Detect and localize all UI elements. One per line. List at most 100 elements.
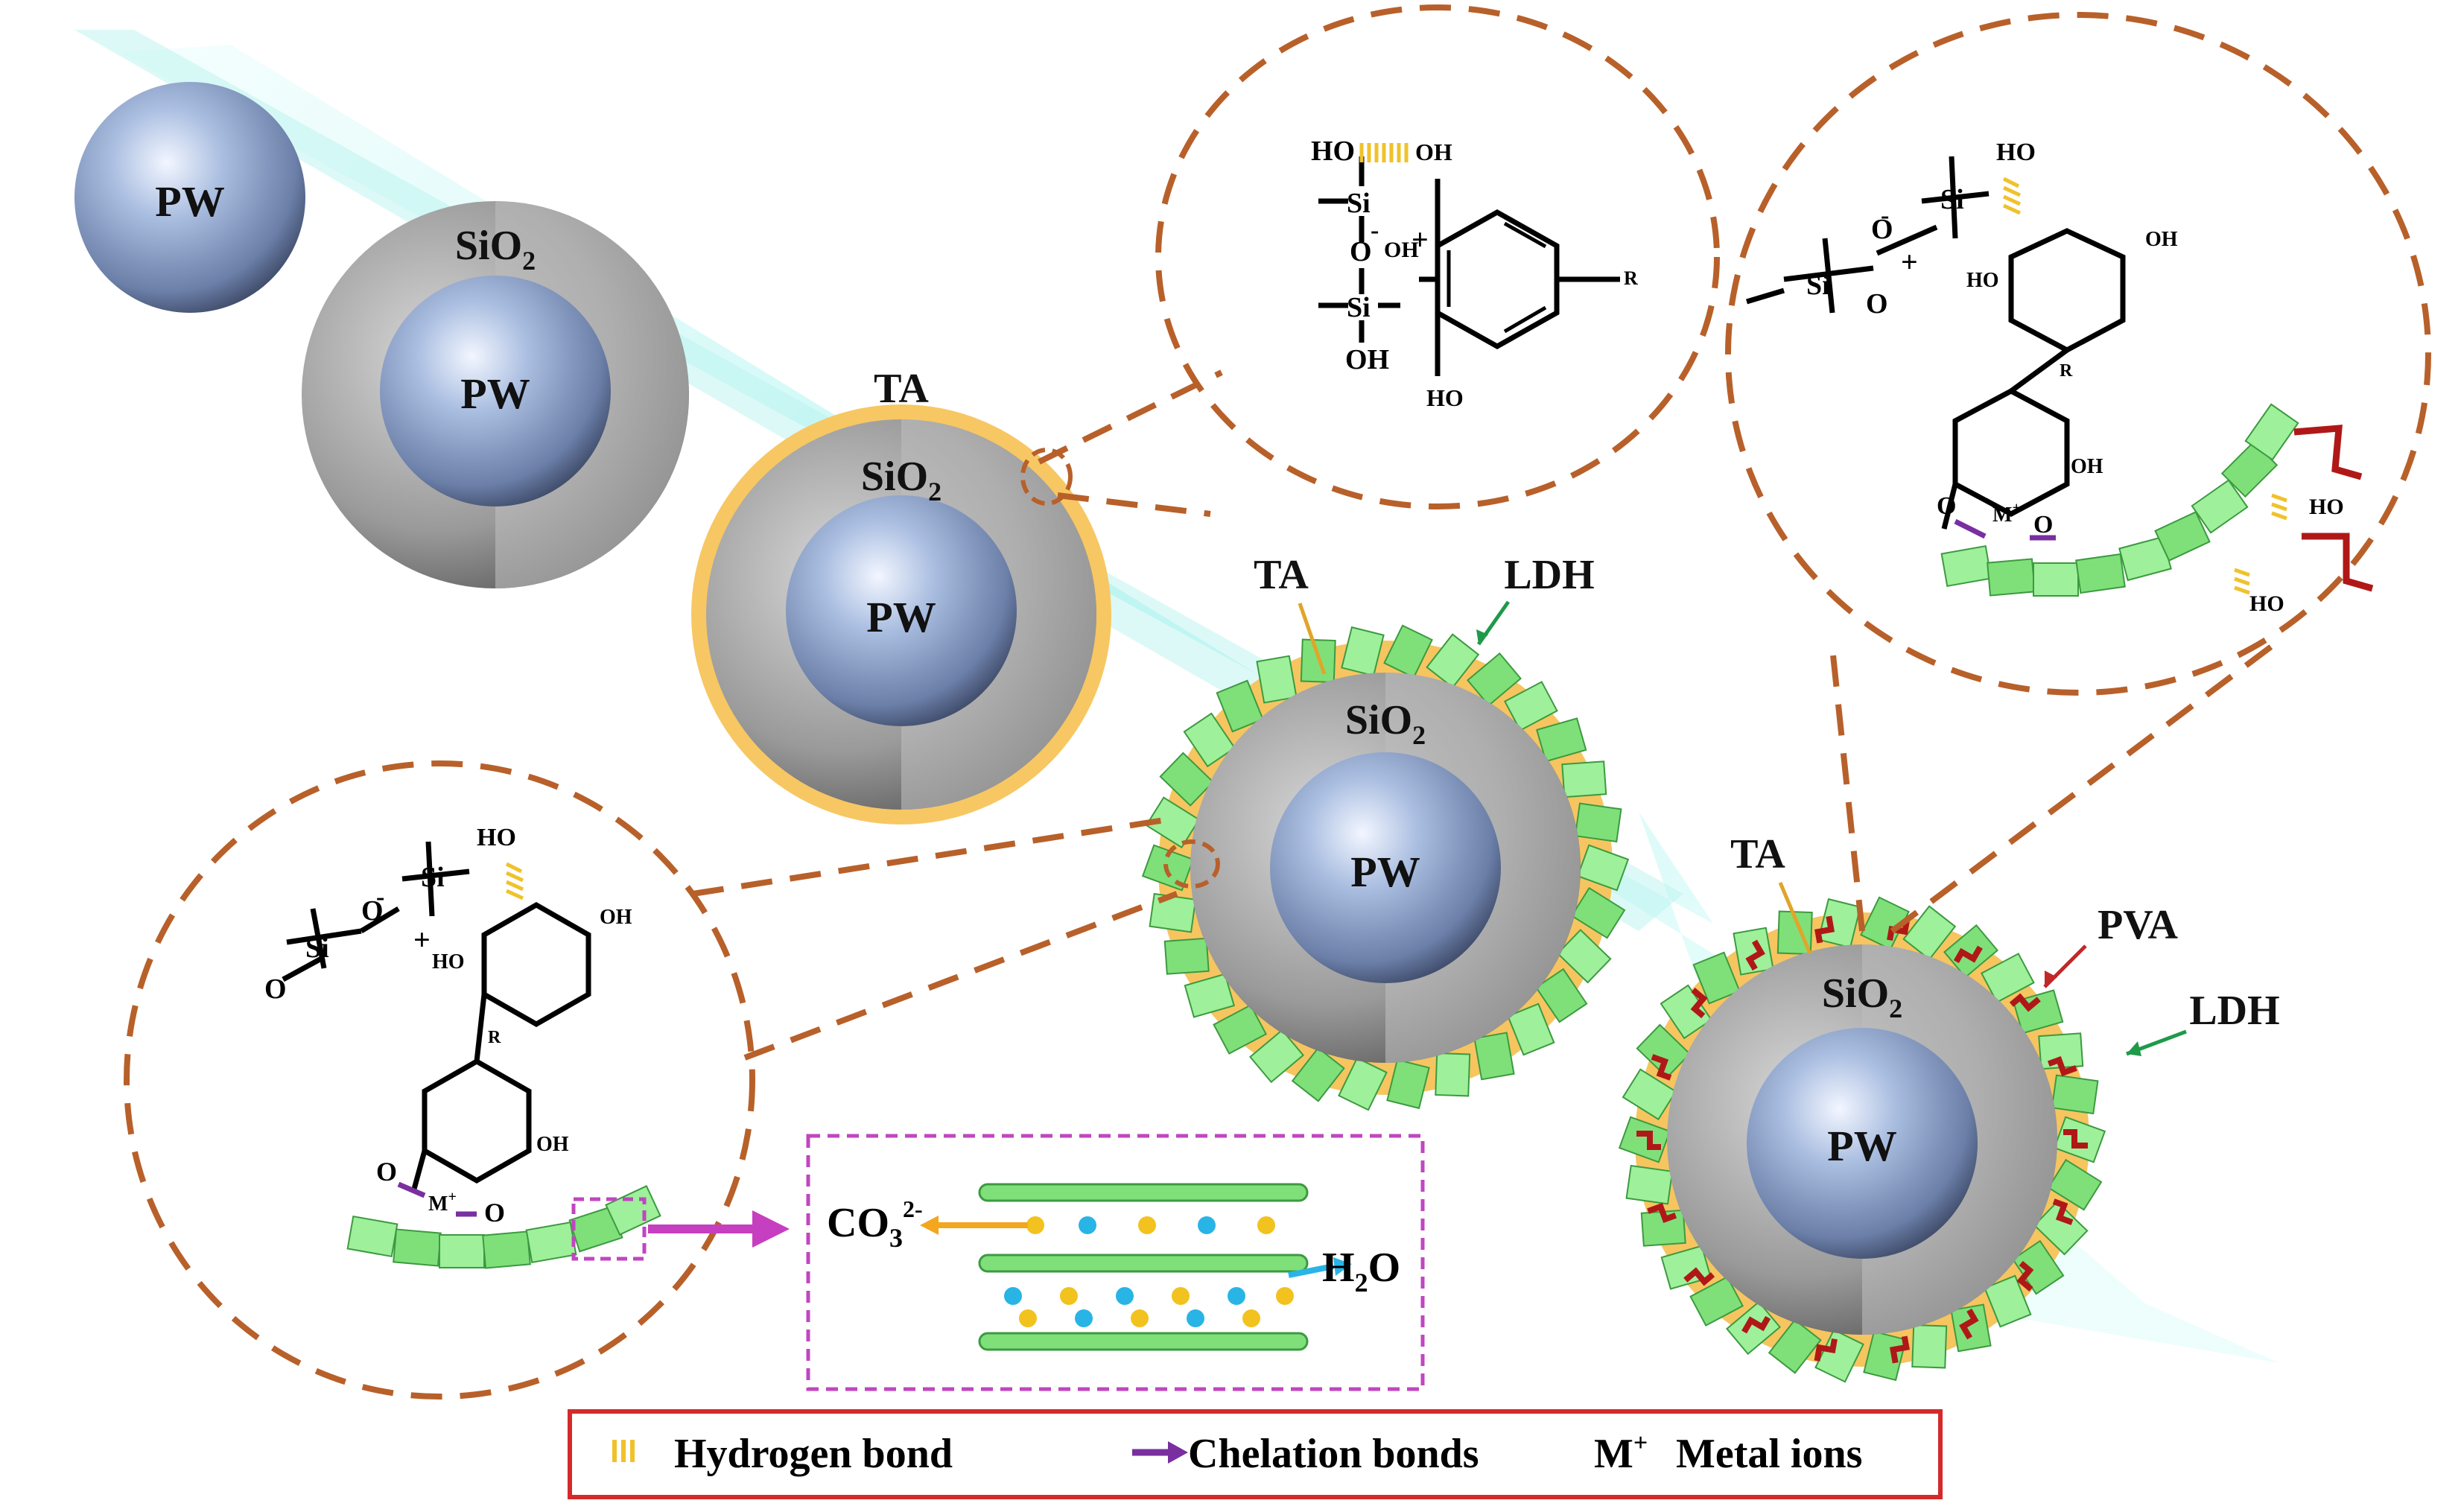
ldh-flake: [1216, 679, 1264, 733]
pw-label-2: PW: [460, 369, 530, 418]
pva-segment: [1887, 918, 1911, 941]
hydrogen-bond-2: [2002, 177, 2022, 215]
particle-pw-sio2: SiO2 PW: [302, 201, 689, 588]
svg-text:+: +: [1411, 223, 1429, 256]
ldh-flake: [1984, 1274, 2032, 1328]
hydrogen-bond-4: [505, 862, 524, 900]
ldh-flake: [2244, 403, 2299, 461]
pva-segment: [1814, 915, 1835, 944]
pva-segment: [2052, 1198, 2074, 1225]
ldh-structure-inset: CO32- H2O: [806, 1134, 1425, 1391]
ldh-flake: [1338, 1057, 1388, 1111]
svg-text:O: O: [1866, 288, 1888, 320]
ldh-flake: [393, 1228, 442, 1267]
svg-text:HO: HO: [1311, 136, 1355, 167]
ldh-flake: [1256, 655, 1298, 704]
ldh-flake: [1733, 927, 1774, 976]
ldh-flake: [1386, 1058, 1430, 1110]
pva-segment: [1953, 945, 1983, 964]
pva-segment: [1683, 1267, 1715, 1286]
ldh-flake: [1534, 968, 1588, 1023]
ta-label-2: TA: [1254, 552, 1309, 598]
particle-pw-sio2-ta: TA SiO2 PW: [691, 366, 1111, 825]
svg-text:HO: HO: [477, 824, 516, 851]
pva-segment: [1745, 939, 1765, 971]
ldh-flake: [2047, 1158, 2103, 1211]
chem-structure-1: [1318, 156, 1620, 376]
ldh-flake: [1776, 910, 1813, 956]
ldh-flake: [1622, 1068, 1677, 1121]
ldh-flake: [1503, 681, 1558, 731]
ldh-flake: [1574, 802, 1622, 843]
ldh-flake: [1383, 624, 1433, 679]
zoom-box: [571, 1197, 647, 1261]
svg-text:HO: HO: [2309, 495, 2344, 519]
pva-segment: [1814, 1338, 1838, 1362]
ldh-flake: [1940, 544, 1992, 588]
svg-text:OH: OH: [1415, 139, 1452, 165]
particle-pw-sio2-ta-ldh: SiO2 PW TA LDH: [1141, 552, 1630, 1111]
ldh-flake: [1902, 905, 1957, 961]
ldh-label-2: LDH: [2189, 988, 2279, 1034]
pw-label-5: PW: [1827, 1122, 1896, 1170]
ldh-flake: [525, 1221, 577, 1264]
svg-text:R: R: [2060, 361, 2073, 381]
ldh-flake: [1987, 558, 2036, 597]
ldh-flake: [482, 1230, 531, 1269]
interlayer-ions: [1004, 1216, 1294, 1327]
ldh-layer-3: [978, 1332, 1309, 1351]
ldh-flake: [1618, 1116, 1671, 1163]
svg-text:OH: OH: [1345, 344, 1389, 375]
ldh-strip-2: [1940, 403, 2299, 597]
ta-label-1: TA: [874, 366, 929, 412]
pva-segment: [1889, 1335, 1910, 1364]
pw-label-1: PW: [155, 177, 224, 226]
svg-text:-: -: [1371, 217, 1379, 244]
pva-segment: [1647, 1202, 1677, 1223]
sio2-label-4: SiO2: [1822, 971, 1902, 1023]
svg-text:O: O: [2033, 511, 2053, 539]
ldh-flake: [1625, 1164, 1674, 1205]
ldh-flake: [2051, 1074, 2099, 1115]
pva-segment: [1959, 1308, 1979, 1340]
svg-text:HO: HO: [432, 950, 465, 973]
svg-text:OH: OH: [2145, 228, 2178, 251]
ta-label-3: TA: [1730, 831, 1785, 877]
ldh-flake: [1692, 951, 1741, 1005]
pva-segment: [2047, 1055, 2077, 1077]
svg-text:OH: OH: [600, 906, 632, 929]
svg-text:Si: Si: [1347, 188, 1371, 219]
ldh-flake: [1726, 1300, 1781, 1356]
pva-segment: [2009, 993, 2041, 1012]
ldh-flake: [2075, 553, 2126, 594]
ldh-flake: [1943, 924, 1998, 979]
svg-text:Si: Si: [1940, 184, 1964, 215]
pva-label: PVA: [2098, 902, 2178, 948]
svg-text:Si: Si: [305, 933, 329, 964]
svg-text:O: O: [484, 1198, 505, 1227]
metal-ion-1: M+: [1992, 500, 2021, 527]
pw-label-4: PW: [1350, 848, 1420, 896]
ldh-flake: [1980, 953, 2035, 1003]
ldh-flake: [1435, 1052, 1471, 1097]
svg-text:OH: OH: [2071, 455, 2103, 478]
ldh-flake: [1911, 1324, 1948, 1369]
sio2-label-3: SiO2: [1345, 697, 1426, 750]
pw-label-3: PW: [866, 593, 936, 641]
ldh-flake: [1473, 1032, 1515, 1081]
carbonate-label: CO32-: [827, 1195, 923, 1253]
ldh-flake: [2191, 479, 2249, 534]
ldh-layer-2: [978, 1254, 1309, 1273]
ldh-flake: [1536, 717, 1587, 763]
legend-hydrogen-bond-icon: [612, 1440, 635, 1462]
svg-text:HO: HO: [1996, 139, 2036, 166]
ldh-flake: [1817, 898, 1861, 949]
pva-chains: [1636, 915, 2088, 1364]
ldh-flake: [1507, 1003, 1555, 1056]
ldh-label-1: LDH: [1504, 552, 1594, 598]
ldh-flake: [2033, 1201, 2089, 1256]
hydrogen-bond-3: [2234, 493, 2287, 595]
metal-ion-2: M+: [428, 1189, 457, 1216]
legend-hydrogen-bond: Hydrogen bond: [674, 1431, 953, 1477]
